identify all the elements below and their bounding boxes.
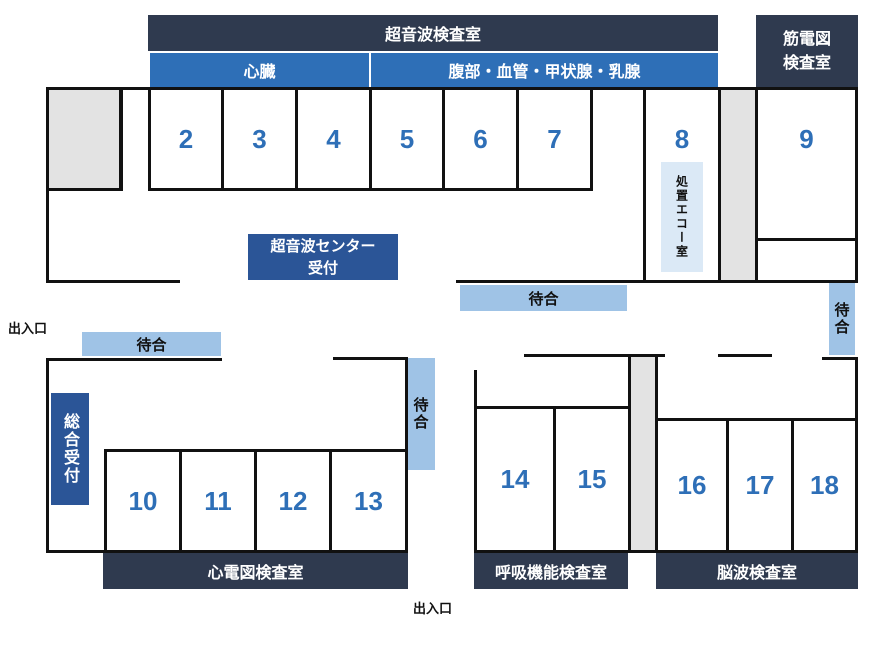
exam-room-10[interactable]: 10 (104, 449, 182, 553)
storage-area (718, 87, 758, 283)
wall (46, 550, 106, 553)
exam-room-14[interactable]: 14 (474, 406, 556, 553)
treatment-echo-room-label: 処置エコー室 (661, 162, 703, 272)
exam-room-9[interactable]: 9 (755, 87, 858, 241)
room-number: 8 (674, 124, 690, 154)
abdomen-section-header: 腹部・血管・甲状腺・乳腺 (371, 53, 718, 87)
room-number: 4 (326, 123, 341, 154)
room-number: 16 (677, 470, 707, 500)
entrance-left: 出入口 (8, 322, 48, 337)
exam-room-6[interactable]: 6 (442, 87, 519, 191)
room-number: 17 (745, 470, 775, 500)
respiratory-room-footer: 呼吸機能検査室 (474, 553, 628, 589)
waiting-area-left: 待合 (82, 332, 221, 356)
exam-room-2[interactable]: 2 (148, 87, 224, 191)
heart-section-header: 心臓 (150, 53, 369, 87)
emg-room-header: 筋電図 検査室 (756, 15, 858, 87)
emg-room-label: 筋電図 検査室 (782, 29, 831, 72)
exam-room-5[interactable]: 5 (369, 87, 445, 191)
waiting-area-right: 待合 (829, 283, 855, 355)
exam-room-13[interactable]: 13 (329, 449, 408, 553)
room-number: 13 (354, 485, 383, 516)
exam-room-12[interactable]: 12 (254, 449, 332, 553)
ecg-room-footer: 心電図検査室 (103, 553, 408, 589)
room-number: 9 (799, 124, 814, 154)
wall (524, 354, 665, 357)
waiting-area-middle: 待合 (407, 358, 435, 470)
ultrasound-room-header: 超音波検査室 (148, 15, 718, 51)
room-number: 3 (252, 123, 267, 154)
exam-room-15[interactable]: 15 (553, 406, 631, 553)
wall (46, 358, 49, 553)
room-number: 2 (178, 123, 194, 154)
waiting-area-center: 待合 (460, 285, 627, 311)
exam-room-7[interactable]: 7 (516, 87, 593, 191)
eeg-room-footer: 脳波検査室 (656, 553, 858, 589)
ultrasound-reception[interactable]: 超音波センター 受付 (248, 234, 398, 280)
exam-room-3[interactable]: 3 (221, 87, 298, 191)
wall (755, 280, 858, 283)
storage-area (46, 87, 122, 191)
exam-room-4[interactable]: 4 (295, 87, 372, 191)
general-reception[interactable]: 総合受付 (51, 393, 89, 505)
room-number: 11 (204, 485, 232, 516)
room-number: 12 (278, 485, 308, 516)
wall (120, 87, 123, 191)
room-number: 7 (547, 123, 562, 154)
heart-label: 心臓 (243, 62, 276, 81)
storage-area (628, 354, 658, 553)
exam-room-18[interactable]: 18 (791, 418, 858, 553)
wall (718, 354, 772, 357)
room-number: 6 (473, 123, 488, 154)
wall (474, 370, 477, 410)
room-number: 18 (810, 470, 839, 500)
wall (333, 357, 408, 360)
wall (46, 280, 180, 283)
wall (456, 280, 646, 283)
room-number: 5 (399, 123, 415, 154)
room-number: 10 (128, 485, 158, 516)
abdomen-label: 腹部・血管・甲状腺・乳腺 (448, 62, 641, 81)
exam-room-17[interactable]: 17 (726, 418, 794, 553)
ultrasound-room-label: 超音波検査室 (384, 25, 481, 44)
entrance-bottom: 出入口 (413, 602, 453, 617)
wall (46, 358, 222, 361)
exam-room-11[interactable]: 11 (179, 449, 257, 553)
room-number: 15 (577, 464, 607, 494)
wall (822, 357, 858, 360)
exam-room-16[interactable]: 16 (655, 418, 729, 553)
room-number: 14 (500, 464, 530, 494)
